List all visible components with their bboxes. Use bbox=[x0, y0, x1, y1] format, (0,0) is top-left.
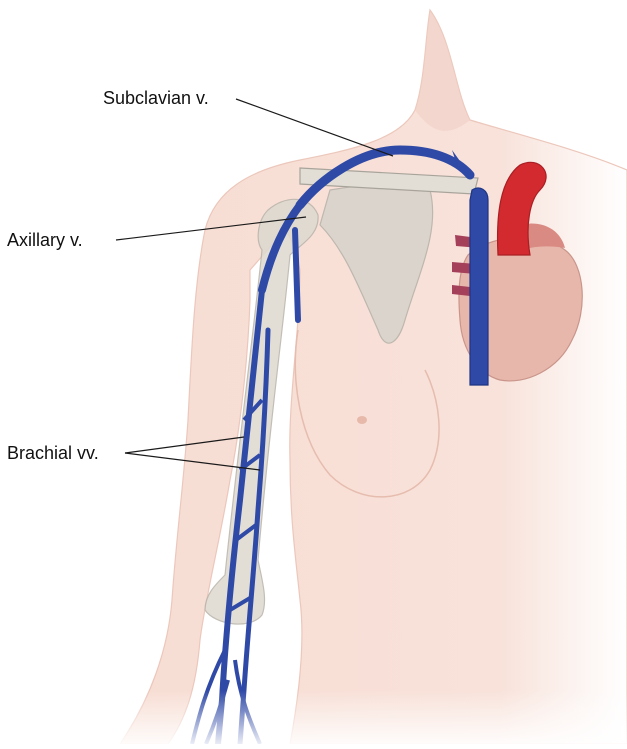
brachial-label: Brachial vv. bbox=[7, 443, 99, 463]
subclavian-leader bbox=[236, 99, 393, 156]
nipple bbox=[357, 416, 367, 424]
neck-shadow bbox=[415, 10, 470, 131]
subclavian-label: Subclavian v. bbox=[103, 88, 209, 108]
axillary-label: Axillary v. bbox=[7, 230, 83, 250]
torso-skin bbox=[120, 10, 627, 744]
superior-vena-cava bbox=[470, 188, 488, 385]
